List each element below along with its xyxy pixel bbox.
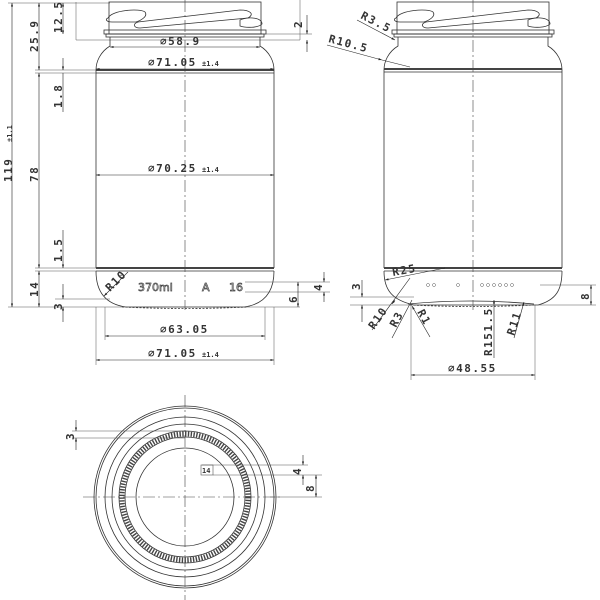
shoulder-outline — [95, 37, 275, 71]
dim-shoulder-dia: ∅71.05 — [148, 56, 197, 69]
radius-neck: R3.5 — [359, 9, 394, 35]
dim-total-height-tol: ±1.1 — [6, 125, 14, 142]
dim-heel-height: 14 — [28, 281, 41, 297]
emboss-code: 16 — [229, 281, 243, 294]
bottom-view: 3 14 4 8 — [64, 395, 322, 600]
dim-emboss-offset: 6 — [287, 295, 300, 303]
dim-lower-band: 1.5 — [52, 238, 65, 262]
bottom-dim-code-offset: 8 — [304, 484, 317, 492]
dim-total-height: 119 — [2, 158, 15, 182]
dim-base-dia: ∅63.05 — [160, 323, 209, 336]
dim-bottom-dia: ∅71.05 — [148, 347, 197, 360]
dim-body-tol: ±1.4 — [202, 166, 219, 174]
bottom-dim-ring-width: 3 — [64, 432, 77, 440]
radius-heel-upper: R25 — [391, 262, 417, 279]
side-dim-base-offset: 3 — [350, 282, 363, 290]
bottom-code-label: 14 — [202, 467, 210, 475]
dim-base-offset: 3 — [52, 302, 65, 310]
front-view: 370ml A 16 R10 ∅58.9 ∅71.05 ±1.4 ∅70.25 … — [2, 0, 330, 365]
dim-neck-dia: ∅58.9 — [160, 35, 201, 48]
dim-contact-dia: ∅48.55 — [448, 362, 497, 375]
emboss-dots — [426, 283, 514, 287]
front-heel-radius: R10 — [103, 268, 129, 294]
bottom-dim-code-height: 4 — [291, 467, 304, 475]
radius-heel: R10 — [366, 304, 391, 331]
dim-body-dia: ∅70.25 — [148, 162, 197, 175]
side-view: R3.5 R10.5 R25 R10 R3 R1 R151.5 R11 3 8 … — [326, 0, 596, 380]
emboss-capacity: 370ml — [138, 281, 173, 294]
knurl-ring — [119, 431, 251, 563]
dim-bottom-tol: ±1.4 — [202, 351, 219, 359]
side-dim-heel-height: 8 — [579, 292, 592, 300]
radius-punt: R151.5 — [482, 307, 495, 356]
radius-shoulder: R10.5 — [327, 32, 370, 55]
radius-base-outer: R11 — [504, 310, 524, 337]
dim-upper-band: 1.8 — [52, 84, 65, 108]
dim-emboss-height: 4 — [312, 283, 325, 291]
dim-thread-height: 12.5 — [52, 1, 65, 34]
emboss-mark: A — [202, 281, 210, 294]
dim-shoulder-tol: ±1.4 — [202, 60, 219, 68]
radius-base-edge: R1 — [414, 307, 433, 327]
dim-finish-height: 25.9 — [28, 20, 41, 53]
dim-ring-gap: 2 — [292, 20, 305, 28]
dim-body-height: 78 — [28, 166, 41, 182]
